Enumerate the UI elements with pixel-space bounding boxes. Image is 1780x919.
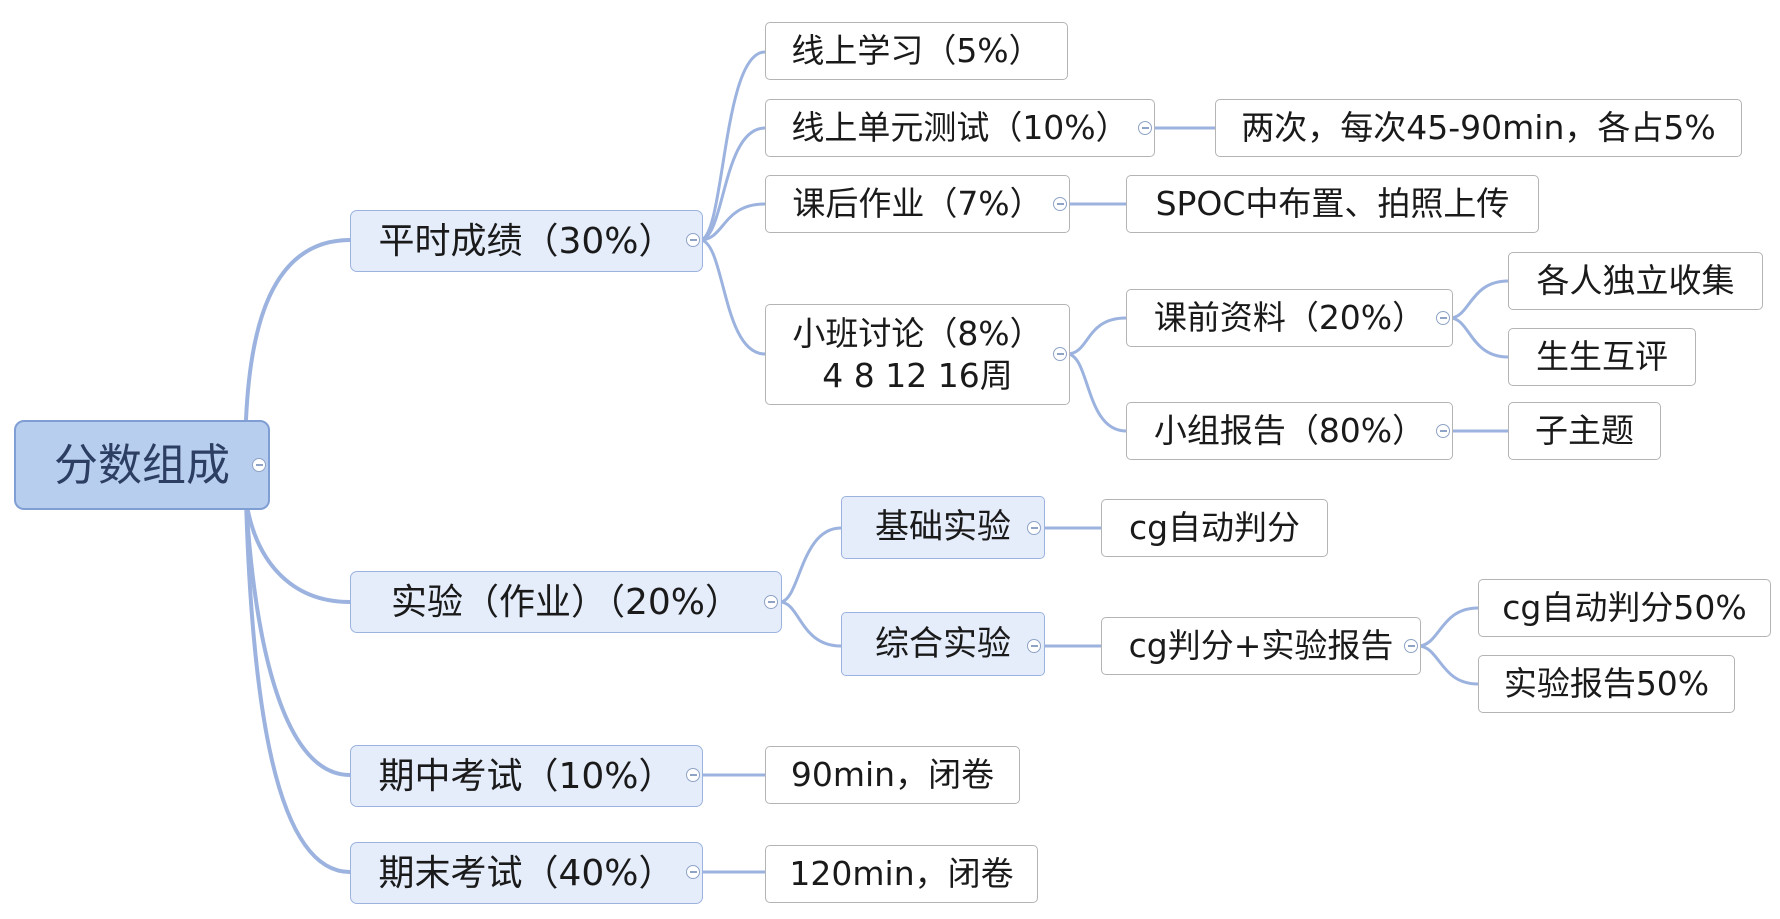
- collapse-toggle-group-report[interactable]: [1436, 424, 1450, 438]
- note-comprehensive-experiment[interactable]: cg判分+实验报告: [1101, 617, 1421, 675]
- collapse-toggle-final[interactable]: [686, 865, 700, 879]
- branch-final[interactable]: 期末考试（40%）: [350, 842, 703, 904]
- leaf-peer-review[interactable]: 生生互评: [1508, 328, 1696, 386]
- leaf-subtopic-label: 子主题: [1535, 411, 1634, 451]
- branch-midterm-label: 期中考试（10%）: [378, 755, 675, 797]
- topic-homework-label: 课后作业（7%）: [792, 184, 1043, 224]
- topic-basic-experiment-label: 基础实验: [875, 507, 1011, 548]
- note-online-unit-test[interactable]: 两次，每次45-90min，各占5%: [1215, 99, 1742, 157]
- topic-group-discussion-label: 小班讨论（8%） 4 8 12 16周: [792, 314, 1043, 395]
- leaf-report-50-label: 实验报告50%: [1503, 664, 1710, 704]
- collapse-toggle-root[interactable]: [252, 458, 266, 472]
- leaf-report-50[interactable]: 实验报告50%: [1478, 655, 1735, 713]
- topic-group-report[interactable]: 小组报告（80%）: [1126, 402, 1453, 460]
- topic-pre-class-material-label: 课前资料（20%）: [1153, 298, 1426, 338]
- branch-experiment[interactable]: 实验（作业）（20%）: [350, 571, 782, 633]
- topic-comprehensive-experiment[interactable]: 综合实验: [841, 612, 1045, 676]
- collapse-toggle-basic-experiment[interactable]: [1027, 521, 1041, 535]
- note-basic-experiment-label: cg自动判分: [1128, 508, 1301, 548]
- branch-experiment-label: 实验（作业）（20%）: [390, 581, 742, 623]
- topic-online-study[interactable]: 线上学习（5%）: [765, 22, 1068, 80]
- collapse-toggle-online-unit-test[interactable]: [1138, 121, 1152, 135]
- topic-group-report-label: 小组报告（80%）: [1153, 411, 1426, 451]
- note-online-unit-test-label: 两次，每次45-90min，各占5%: [1241, 108, 1716, 148]
- root-node-label: 分数组成: [54, 439, 230, 491]
- leaf-independent-collection[interactable]: 各人独立收集: [1508, 252, 1763, 310]
- topic-comprehensive-experiment-label: 综合实验: [875, 623, 1011, 664]
- collapse-toggle-midterm[interactable]: [686, 768, 700, 782]
- topic-online-unit-test[interactable]: 线上单元测试（10%）: [765, 99, 1155, 157]
- collapse-toggle-experiment[interactable]: [764, 595, 778, 609]
- root-node[interactable]: 分数组成: [14, 420, 270, 510]
- topic-online-unit-test-label: 线上单元测试（10%）: [791, 108, 1129, 148]
- note-midterm[interactable]: 90min，闭卷: [765, 746, 1020, 804]
- topic-group-discussion[interactable]: 小班讨论（8%） 4 8 12 16周: [765, 304, 1070, 405]
- leaf-peer-review-label: 生生互评: [1536, 337, 1668, 377]
- branch-regular-grade[interactable]: 平时成绩（30%）: [350, 210, 703, 272]
- note-final[interactable]: 120min，闭卷: [765, 845, 1038, 903]
- branch-midterm[interactable]: 期中考试（10%）: [350, 745, 703, 807]
- note-comprehensive-experiment-label: cg判分+实验报告: [1128, 626, 1394, 666]
- leaf-cg-auto-50-label: cg自动判分50%: [1502, 588, 1747, 628]
- collapse-toggle-comprehensive-experiment[interactable]: [1027, 639, 1041, 653]
- collapse-toggle-group-discussion[interactable]: [1053, 347, 1067, 361]
- collapse-toggle-pre-class-material[interactable]: [1436, 311, 1450, 325]
- branch-final-label: 期末考试（40%）: [378, 852, 675, 894]
- note-final-label: 120min，闭卷: [789, 854, 1014, 894]
- note-basic-experiment[interactable]: cg自动判分: [1101, 499, 1328, 557]
- topic-basic-experiment[interactable]: 基础实验: [841, 496, 1045, 559]
- branch-regular-grade-label: 平时成绩（30%）: [378, 220, 675, 262]
- note-homework[interactable]: SPOC中布置、拍照上传: [1126, 175, 1539, 233]
- collapse-toggle-regular-grade[interactable]: [686, 233, 700, 247]
- topic-homework[interactable]: 课后作业（7%）: [765, 175, 1070, 233]
- leaf-independent-collection-label: 各人独立收集: [1536, 261, 1735, 301]
- note-homework-label: SPOC中布置、拍照上传: [1155, 184, 1510, 224]
- collapse-toggle-homework[interactable]: [1053, 197, 1067, 211]
- note-midterm-label: 90min，闭卷: [790, 755, 995, 795]
- leaf-subtopic[interactable]: 子主题: [1508, 402, 1661, 460]
- topic-pre-class-material[interactable]: 课前资料（20%）: [1126, 289, 1453, 347]
- collapse-toggle-cg-grading[interactable]: [1404, 639, 1418, 653]
- topic-online-study-label: 线上学习（5%）: [791, 31, 1042, 71]
- leaf-cg-auto-50[interactable]: cg自动判分50%: [1478, 579, 1771, 637]
